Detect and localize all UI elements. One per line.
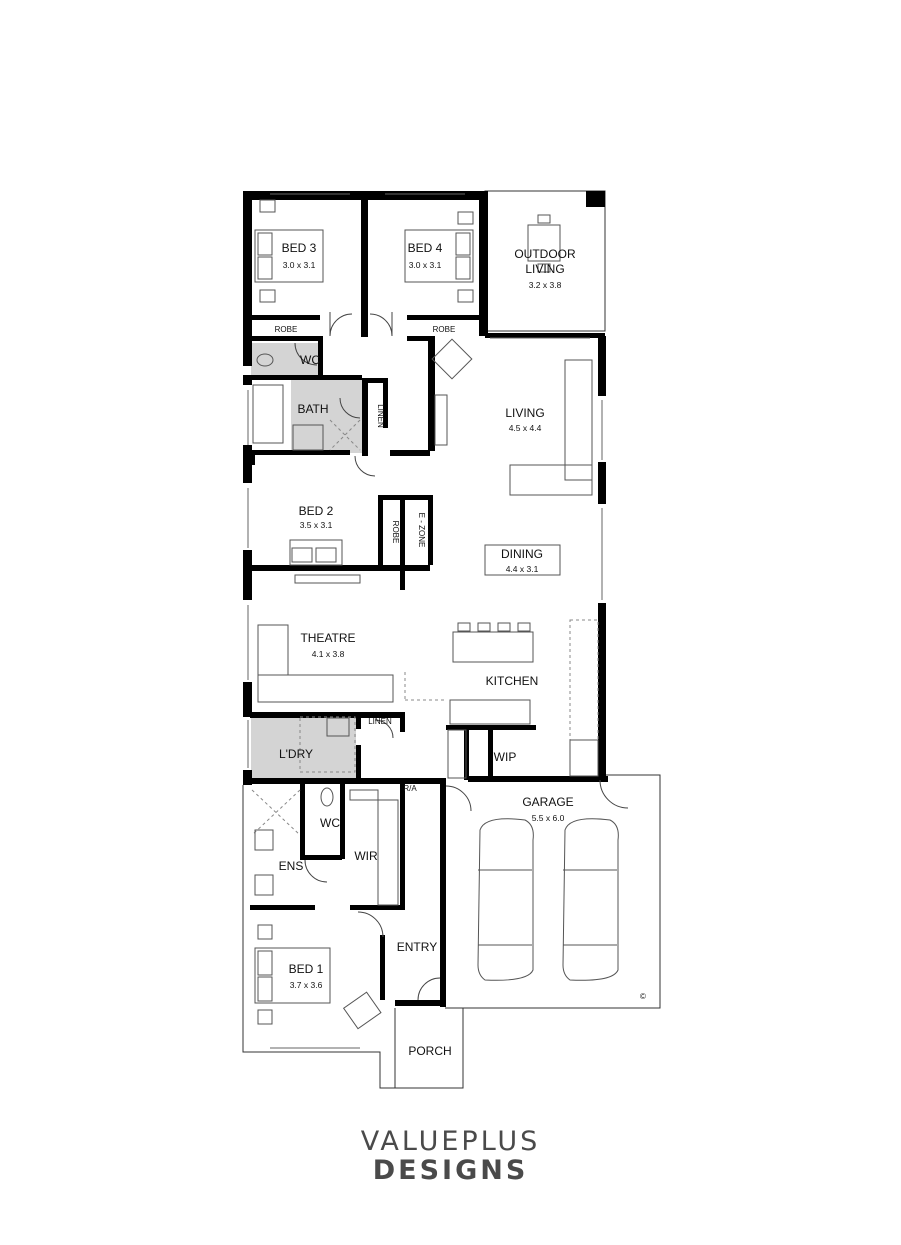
bed4-label: BED 4 (408, 241, 443, 255)
brand-line-1: VALUEPLUS (0, 1126, 901, 1157)
bed1-label: BED 1 (289, 962, 324, 976)
brand-line-2: DESIGNS (372, 1155, 529, 1186)
garage-size: 5.5 x 6.0 (532, 813, 565, 823)
bed3-size: 3.0 x 3.1 (283, 260, 316, 270)
laundry-label: L'DRY (279, 747, 313, 761)
theatre-size: 4.1 x 3.8 (312, 649, 345, 659)
outdoor-label-2: LIVING (525, 262, 564, 276)
outdoor-size: 3.2 x 3.8 (529, 280, 562, 290)
bath-floor (291, 380, 363, 453)
bath-label: BATH (297, 402, 328, 416)
robe4-label: ROBE (433, 325, 456, 334)
wc-lower-label: WC (320, 816, 340, 830)
copyright-mark: © (640, 992, 646, 1001)
ens-label: ENS (279, 859, 304, 873)
wc-upper-floor (251, 343, 321, 376)
wc-upper-label: WC (300, 353, 320, 367)
dining-size: 4.4 x 3.1 (506, 564, 539, 574)
robe3-label: ROBE (275, 325, 298, 334)
linen-lower-label: LINEN (368, 717, 392, 726)
garage-label: GARAGE (522, 795, 573, 809)
ezone-label: E - ZONE (417, 513, 426, 548)
ra-label: R/A (403, 784, 417, 793)
robe2-label: ROBE (391, 521, 400, 544)
dining-label: DINING (501, 547, 543, 561)
laundry-floor (251, 715, 356, 779)
wip-label: WIP (494, 750, 517, 764)
kitchen-label: KITCHEN (486, 674, 539, 688)
bed2-label: BED 2 (299, 504, 334, 518)
living-label: LIVING (505, 406, 544, 420)
bed3-label: BED 3 (282, 241, 317, 255)
outdoor-label-1: OUTDOOR (514, 247, 576, 261)
porch-label: PORCH (408, 1044, 451, 1058)
brand-value: VALUE (360, 1126, 462, 1157)
entry-label: ENTRY (397, 940, 437, 954)
bed2-size: 3.5 x 3.1 (300, 520, 333, 530)
bed4-size: 3.0 x 3.1 (409, 260, 442, 270)
theatre-label: THEATRE (300, 631, 355, 645)
wir-label: WIR (354, 849, 378, 863)
brand-plus: PLUS (461, 1126, 541, 1157)
linen-upper-label: LINEN (376, 404, 385, 428)
bed1-size: 3.7 x 3.6 (290, 980, 323, 990)
living-size: 4.5 x 4.4 (509, 423, 542, 433)
